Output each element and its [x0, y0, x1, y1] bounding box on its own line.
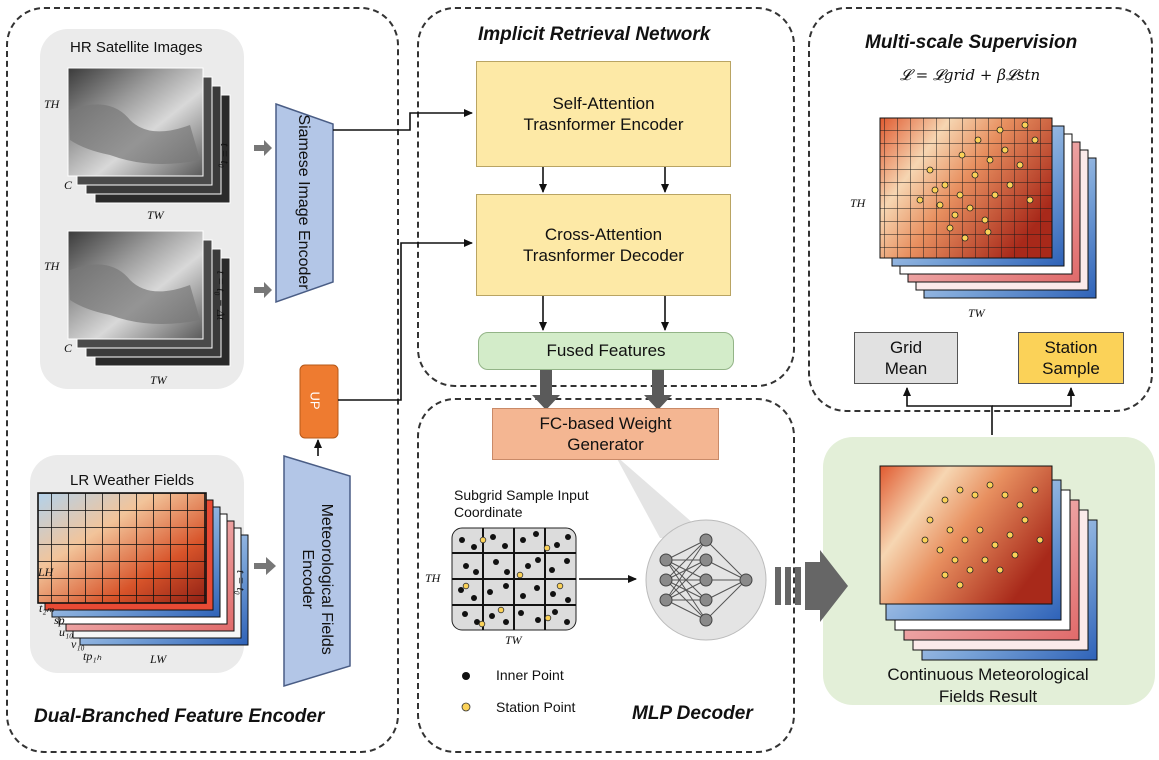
time-label-t0-dt: t = t₀ − Δt — [214, 270, 229, 321]
retrieval-title: Implicit Retrieval Network — [478, 24, 711, 45]
decoder-title: MLP Decoder — [632, 703, 753, 724]
legend-station-label: Station Point — [496, 699, 576, 715]
c-label-1: C — [64, 178, 73, 192]
supervision-title: Multi-scale Supervision — [865, 32, 1078, 53]
var-v10: v₁₀ — [71, 637, 85, 651]
lw-label: LW — [150, 652, 167, 666]
decoder-tw-label: TW — [505, 633, 522, 647]
grid-mean-box: Grid Mean — [854, 332, 958, 384]
met-encoder-label: Meteorological Fields Encoder — [299, 503, 336, 655]
legend-station-dot — [461, 702, 471, 712]
hr-images-label: HR Satellite Images — [70, 39, 203, 56]
connectors — [314, 109, 1075, 583]
var-u10: u₁₀ — [59, 625, 74, 639]
time-label-lr: t = t₀ — [233, 570, 248, 595]
tw-label-1: TW — [147, 208, 164, 222]
met-encoder-shape — [283, 454, 351, 688]
weight-generator-box: FC-based Weight Generator — [492, 408, 719, 460]
mlp-network — [645, 519, 767, 641]
generator-spotlight — [615, 455, 710, 538]
decoder-th-label: TH — [425, 571, 441, 585]
var-t2m: t₂ₘ — [39, 601, 54, 615]
fused-to-generator-arrows — [532, 370, 672, 410]
tw-label-2: TW — [150, 373, 167, 387]
th-label-2: TH — [44, 259, 60, 273]
up-label: UP — [307, 391, 323, 410]
supervision-tw-label: TW — [968, 306, 985, 320]
supervision-th-label: TH — [850, 196, 866, 210]
result-arrow — [775, 550, 848, 622]
c-label-2: C — [64, 341, 73, 355]
var-sp: sp — [54, 613, 65, 627]
lh-label: LH — [38, 565, 54, 579]
time-label-t0: t = t₀ — [217, 143, 232, 168]
lr-fields-label: LR Weather Fields — [70, 472, 194, 489]
supervision-panel — [808, 7, 1153, 412]
legend-inner-label: Inner Point — [496, 667, 564, 683]
siamese-encoder-shape — [275, 102, 334, 304]
subgrid-grid — [451, 527, 577, 631]
cross-attention-decoder: Cross-Attention Trasnformer Decoder — [476, 194, 731, 296]
satellite-stack-t0-minus-dt — [67, 230, 231, 367]
legend-inner-dot — [462, 672, 470, 680]
input-arrows — [254, 140, 276, 575]
retrieval-panel — [417, 7, 795, 387]
result-stack — [879, 465, 1098, 661]
var-tp1h: tp₁ₕ — [83, 649, 102, 663]
th-label-1: TH — [44, 97, 60, 111]
loss-formula: 𝓛 = 𝓛grid + β𝓛stn — [900, 66, 1041, 84]
lr-weather-stack — [37, 492, 249, 646]
siamese-encoder-label: Siamese Image Encoder — [295, 114, 312, 290]
station-sample-box: Station Sample — [1018, 332, 1124, 384]
subgrid-label: Subgrid Sample Input Coordinate — [454, 487, 589, 520]
fused-features-box: Fused Features — [478, 332, 734, 370]
decoder-panel — [417, 398, 795, 753]
supervision-stack — [879, 117, 1097, 299]
satellite-stack-t0 — [67, 67, 231, 204]
self-attention-encoder: Self-Attention Trasnformer Encoder — [476, 61, 731, 167]
encoder-title: Dual-Branched Feature Encoder — [34, 706, 325, 727]
encoder-panel — [6, 7, 399, 753]
result-label: Continuous Meteorological Fields Result — [887, 665, 1089, 707]
up-box — [299, 364, 339, 439]
